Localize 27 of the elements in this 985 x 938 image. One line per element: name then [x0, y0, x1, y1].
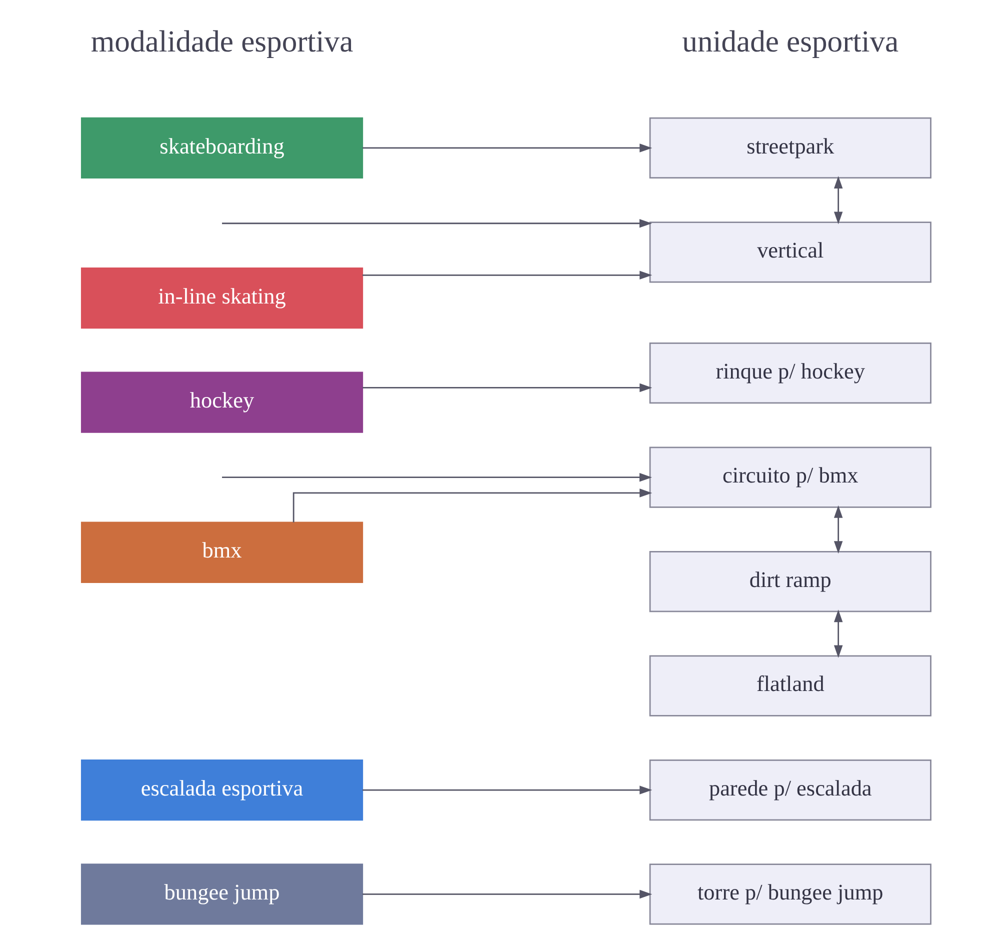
label: unidade esportiva	[682, 24, 898, 59]
arrow	[222, 219, 652, 228]
node-box: bungee jump	[80, 864, 363, 925]
arrow	[833, 505, 842, 554]
node-box: rinque p/ hockey	[648, 342, 931, 404]
arrow	[362, 786, 652, 794]
node-box: circuito p/ bmx	[648, 446, 931, 508]
arrow	[833, 176, 842, 224]
arrow	[833, 610, 842, 658]
arrow	[362, 144, 652, 152]
node-box: hockey	[80, 372, 363, 433]
arrow	[362, 270, 652, 280]
node-box: skateboarding	[80, 117, 363, 179]
node-box: flatland	[648, 655, 931, 716]
node-box: streetpark	[648, 117, 931, 179]
node-box: in-line skating	[80, 268, 363, 329]
node-box: escalada esportiva	[80, 759, 363, 821]
node-box: vertical	[648, 222, 931, 283]
node-box: torre p/ bungee jump	[648, 864, 931, 925]
label: modalidade esportiva	[90, 24, 353, 59]
node-box: dirt ramp	[648, 550, 931, 612]
arrow	[362, 383, 652, 392]
arrow	[362, 890, 652, 899]
node-box: bmx	[80, 522, 363, 583]
arrow	[222, 472, 652, 482]
arrow	[292, 488, 652, 522]
node-box: parede p/ escalada	[648, 759, 931, 821]
